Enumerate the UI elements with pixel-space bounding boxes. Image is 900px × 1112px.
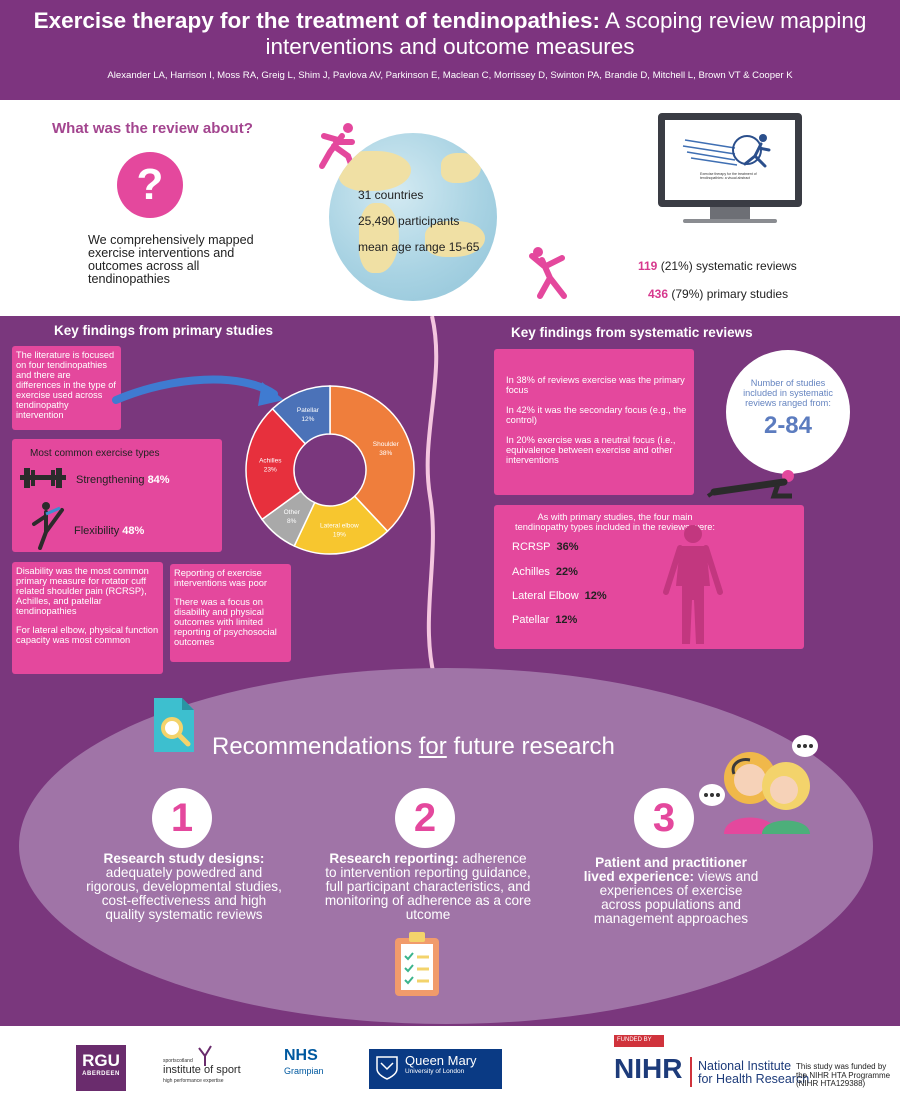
study-range-text: Number of studies included in systematic… xyxy=(743,378,833,408)
outcomes-text: There was a focus on disability and phys… xyxy=(174,597,277,647)
people-talking-icon xyxy=(724,752,810,834)
disability-text: Disability was the most common primary m… xyxy=(16,566,149,616)
recommendation-text: Research reporting: adherence to interve… xyxy=(324,851,532,922)
participants-stat: 25,490 participants xyxy=(358,214,460,228)
strengthening-label: Strengthening 84% xyxy=(76,474,170,486)
tendinopathy-donut-chart: Shoulder 38% Lateral elbow 19% Other 8% Achill… xyxy=(245,385,415,555)
recommendation-number: 2 xyxy=(395,788,455,848)
globe-image xyxy=(329,133,497,301)
literature-box: The literature is focused on four tendin… xyxy=(12,346,121,430)
crest-icon xyxy=(376,1056,398,1080)
document-search-icon xyxy=(154,698,194,752)
arrow-icon xyxy=(112,375,284,406)
donut-slice-achilles xyxy=(245,407,307,521)
recommendations-title: Recommendations for future research xyxy=(212,733,615,760)
monitor-base xyxy=(683,219,777,223)
dumbbell-icon xyxy=(20,468,66,488)
human-body-icon xyxy=(663,525,723,644)
nihr-divider xyxy=(690,1057,692,1087)
primary-focus-text: In 38% of reviews exercise was the prima… xyxy=(506,375,685,395)
primary-findings-heading: Key findings from primary studies xyxy=(54,323,274,338)
donut-value-label: 8% xyxy=(287,518,297,525)
question-icon: ? xyxy=(117,152,183,218)
donut-slice-shoulder xyxy=(329,385,415,533)
clipboard-icon xyxy=(395,932,439,996)
systematic-review-count: 119 (21%) systematic reviews xyxy=(638,259,797,273)
study-range-bubble: Number of studies included in systematic… xyxy=(726,350,850,474)
globe-stats: 31 countries 25,490 participants mean ag… xyxy=(358,182,479,260)
donut-value-label: 19% xyxy=(333,531,346,538)
recommendation-number: 3 xyxy=(634,788,694,848)
review-types-heading: As with primary studies, the four main t… xyxy=(514,512,715,532)
systematic-findings-heading: Key findings from systematic reviews xyxy=(511,325,753,340)
header: Exercise therapy for the treatment of te… xyxy=(0,0,900,100)
recommendation-number: 1 xyxy=(152,788,212,848)
donut-label: Lateral elbow xyxy=(320,522,359,529)
neutral-focus-text: In 20% exercise was a neutral focus (i.e… xyxy=(506,435,676,465)
donut-label: Patellar xyxy=(297,407,320,414)
donut-value-label: 23% xyxy=(264,466,277,473)
nhs-grampian-label: Grampian xyxy=(284,1066,324,1076)
speech-bubble-icon xyxy=(792,735,818,757)
primary-study-count: 436 (79%) primary studies xyxy=(648,287,789,301)
monitor-caption: Exercise therapy for the treatment of te… xyxy=(700,172,757,180)
recommendations-panel xyxy=(19,668,873,1024)
recommendation-text: Research study designs: adequately powed… xyxy=(86,851,282,922)
flexibility-label: Flexibility 48% xyxy=(74,525,145,537)
review-types-box xyxy=(494,505,804,649)
section-divider xyxy=(425,316,439,676)
funded-by-label: FUNDED BY xyxy=(614,1035,664,1047)
donut-value-label: 12% xyxy=(301,416,314,423)
study-range-value: 2-84 xyxy=(763,412,813,439)
donut-label: Achilles xyxy=(259,457,282,464)
runner-graphic xyxy=(682,134,771,168)
flexibility-percent: 48% xyxy=(122,525,145,537)
about-heading: What was the review about? xyxy=(52,120,253,137)
donut-label: Other xyxy=(284,509,301,516)
review-focus-box: In 38% of reviews exercise was the prima… xyxy=(494,349,694,495)
about-text: We comprehensively mapped exercise inter… xyxy=(88,233,254,286)
nihr-logo: NIHR xyxy=(614,1053,683,1084)
page-title: Exercise therapy for the treatment of te… xyxy=(33,8,867,59)
donut-slice-lateral-elbow xyxy=(293,495,389,555)
institute-of-sport-logo: sportscotland institute of sport high pe… xyxy=(163,1045,245,1090)
strengthening-percent: 84% xyxy=(147,474,170,486)
monitor-icon xyxy=(658,113,802,207)
reporting-box: Reporting of exercise interventions was … xyxy=(170,564,291,662)
stretching-figure-icon xyxy=(32,502,64,550)
exercise-types-heading: Most common exercise types xyxy=(30,448,160,459)
countries-stat: 31 countries xyxy=(358,188,424,202)
donut-slice-patellar xyxy=(271,385,331,445)
funding-note: This study was funded by the NIHR HTA Pr… xyxy=(796,1062,891,1088)
donut-label: Shoulder xyxy=(373,441,400,448)
study-counts: 119 (21%) systematic reviews 436 (79%) p… xyxy=(638,252,797,308)
reporting-text: Reporting of exercise interventions was … xyxy=(174,568,268,588)
secondary-focus-text: In 42% it was the secondary focus (e.g.,… xyxy=(506,405,687,425)
speech-bubble-icon xyxy=(699,784,725,806)
donut-value-label: 38% xyxy=(379,450,392,457)
nhs-logo: NHS xyxy=(284,1047,318,1064)
recommendation-text: Patient and practitioner lived experienc… xyxy=(583,855,759,926)
plank-figure-icon xyxy=(706,470,794,499)
monitor-stand xyxy=(710,207,750,219)
lateral-elbow-text: For lateral elbow, physical function cap… xyxy=(16,625,159,645)
disability-box: Disability was the most common primary m… xyxy=(12,562,163,674)
author-list: Alexander LA, Harrison I, Moss RA, Greig… xyxy=(107,70,793,81)
athlete-logo-icon xyxy=(198,1045,212,1066)
age-stat: mean age range 15-65 xyxy=(358,240,480,254)
jumping-figure-icon xyxy=(529,247,567,299)
